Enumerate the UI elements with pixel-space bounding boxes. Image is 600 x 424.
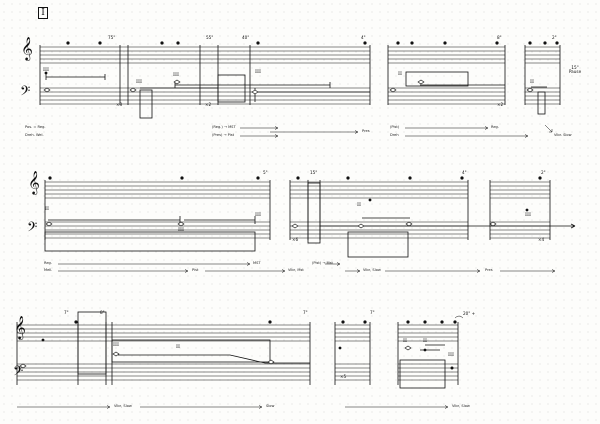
repeat-multiplier: ×2 — [497, 102, 504, 107]
instruction-label: (Pist) — [390, 125, 400, 129]
dynamic-marking: III — [178, 227, 184, 233]
duration-label: 20" + — [463, 311, 476, 316]
instruction-label: Reg. — [491, 125, 499, 129]
bass-clef-icon: 𝄢 — [27, 219, 38, 238]
treble-clef-icon: 𝄞 — [14, 315, 26, 339]
dynamic-marking: II — [423, 338, 427, 344]
duration-label: 8" — [497, 35, 502, 40]
repeat-multiplier: ×4 — [538, 237, 545, 242]
section-number-box: I — [38, 7, 48, 19]
duration-label: 40" — [242, 35, 250, 40]
instruction-label: Vibr, Slow — [452, 404, 470, 408]
repeat-multiplier: ×5 — [340, 374, 347, 379]
duration-label: 5" — [263, 170, 268, 175]
instruction-label: (Reg.) → MST — [212, 125, 236, 129]
dynamic-marking: II — [398, 71, 402, 77]
instruction-label: Vibr. Slow — [554, 133, 572, 137]
dynamic-marking: III — [448, 352, 454, 358]
duration-label: 4" — [361, 35, 366, 40]
instruction-label: Pres — [485, 268, 493, 272]
instruction-label: Vibr, Mst — [288, 268, 304, 272]
dynamic-marking: II — [530, 79, 534, 85]
treble-clef-icon: 𝄞 — [21, 36, 33, 60]
instruction-label: MST — [253, 261, 261, 265]
duration-label: 2" — [541, 170, 546, 175]
dynamic-marking: II — [176, 344, 180, 350]
instruction-label: Reg. — [44, 261, 52, 265]
dynamic-marking: III — [255, 212, 261, 218]
dynamic-marking: II — [403, 338, 407, 344]
duration-label: 2" — [552, 35, 557, 40]
bass-clef-icon: 𝄢 — [20, 83, 31, 102]
system-2-staves — [44, 176, 576, 273]
instruction-label: Pist — [192, 268, 199, 272]
dynamic-marking: II — [45, 206, 49, 212]
bass-clef-icon: 𝄢 — [13, 363, 24, 382]
instruction-label: (Pres) → Pist — [212, 133, 235, 137]
instruction-label: (Pist) → Mst — [312, 261, 333, 265]
instruction-label: Vibr, Slow — [363, 268, 381, 272]
system-3-staves — [16, 311, 464, 409]
instruction-label: Dreh. Wel. — [25, 133, 44, 137]
instruction-label: Pres — [362, 129, 370, 133]
dynamic-marking: III — [173, 72, 179, 78]
dynamic-marking: III — [43, 67, 49, 73]
treble-clef-icon: 𝄞 — [28, 170, 40, 194]
repeat-multiplier: ×2 — [205, 102, 212, 107]
duration-label: 7" — [64, 310, 69, 315]
dynamic-marking: III — [136, 79, 142, 85]
instruction-label: Mell. — [44, 268, 53, 272]
duration-label: 8" — [100, 310, 105, 315]
pause-label: 15" Pause — [568, 65, 582, 75]
system-1-staves — [39, 41, 561, 138]
repeat-multiplier: ×6 — [292, 237, 299, 242]
instruction-label: Dreh — [390, 133, 399, 137]
duration-label: 7" — [370, 310, 375, 315]
instruction-label: Pos. = Reg. — [25, 125, 46, 129]
duration-label: 75" — [108, 35, 116, 40]
instruction-label: Slow — [266, 404, 275, 408]
repeat-multiplier: ×3 — [116, 102, 123, 107]
duration-label: 4" — [462, 170, 467, 175]
dynamic-marking: III — [113, 342, 119, 348]
dynamic-marking: III — [255, 69, 261, 75]
duration-label: 7" — [303, 310, 308, 315]
instruction-label: Vibr, Slow — [114, 404, 132, 408]
duration-label: 15" — [310, 170, 318, 175]
dynamic-marking: III — [525, 212, 531, 218]
dynamic-marking: II — [357, 202, 361, 208]
duration-label: 55" — [206, 35, 214, 40]
